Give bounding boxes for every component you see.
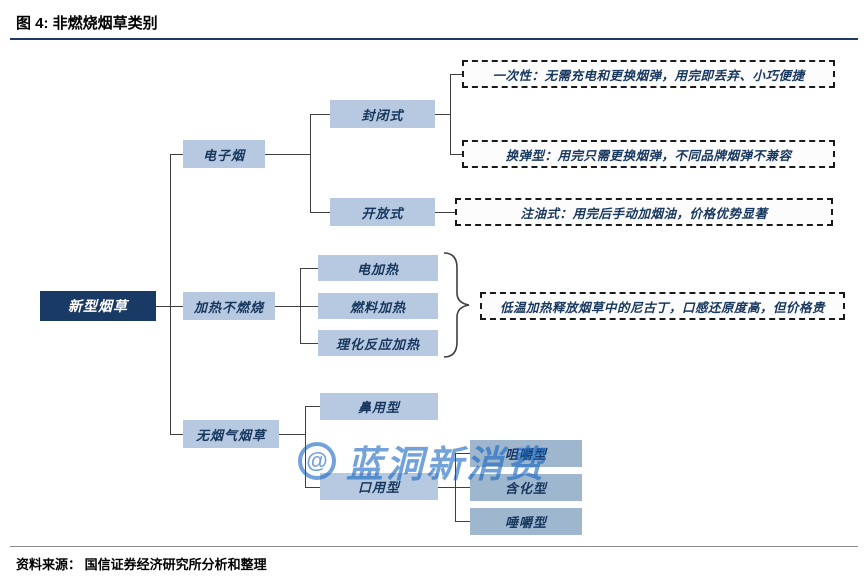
source-note: 资料来源： 国信证券经济研究所分析和整理	[16, 557, 267, 572]
node-fuel-heating: 燃料加热	[318, 293, 438, 319]
node-smokeless-tobacco: 无烟气烟草	[183, 420, 279, 448]
connector-line	[300, 343, 318, 344]
connector-line	[265, 154, 310, 155]
connector-line	[438, 487, 455, 488]
connector-line	[450, 74, 451, 154]
node-electric-heating: 电加热	[318, 255, 438, 281]
node-spit-type: 唾嚼型	[470, 508, 582, 535]
node-open-type: 开放式	[330, 198, 435, 226]
connector-line	[450, 74, 462, 75]
node-heat-not-burn: 加热不燃烧	[183, 292, 275, 320]
node-e-cigarette: 电子烟	[183, 140, 265, 168]
figure-title: 图 4: 非燃烧烟草类别	[16, 15, 158, 32]
note-heat-not-burn: 低温加热释放烟草中的尼古丁，口感还原度高，但价格贵	[480, 292, 845, 320]
connector-line	[170, 154, 171, 434]
brace-icon	[443, 252, 470, 358]
note-disposable: 一次性：无需充电和更换烟弹，用完即丢弃、小巧便捷	[462, 60, 835, 88]
connector-line	[170, 154, 183, 155]
note-cartridge: 换弹型：用完只需更换烟弹，不同品牌烟弹不兼容	[462, 140, 835, 168]
connector-line	[450, 154, 462, 155]
node-chewing-type: 咀嚼型	[470, 440, 582, 467]
connector-line	[305, 487, 320, 488]
connector-line	[156, 306, 170, 307]
node-root: 新型烟草	[40, 291, 156, 321]
title-rule	[10, 38, 858, 40]
connector-line	[435, 212, 455, 213]
connector-line	[310, 212, 330, 213]
node-closed-type: 封闭式	[330, 100, 435, 128]
node-chemical-heating: 理化反应加热	[318, 330, 438, 356]
node-nasal-type: 鼻用型	[320, 393, 438, 420]
connector-line	[279, 434, 305, 435]
connector-line	[170, 306, 183, 307]
connector-line	[310, 114, 330, 115]
connector-line	[170, 434, 183, 435]
connector-line	[305, 406, 320, 407]
connector-line	[305, 406, 306, 487]
connector-line	[300, 268, 318, 269]
footer-rule	[10, 546, 858, 547]
connector-line	[455, 453, 470, 454]
note-refill: 注油式：用完后手动加烟油，价格优势显著	[455, 198, 833, 226]
connector-line	[455, 487, 470, 488]
connector-line	[455, 521, 470, 522]
connector-line	[435, 114, 450, 115]
connector-line	[300, 306, 318, 307]
node-dissolving-type: 含化型	[470, 474, 582, 501]
connector-line	[300, 268, 301, 343]
node-oral-type: 口用型	[320, 473, 438, 500]
connector-line	[310, 114, 311, 212]
connector-line	[275, 306, 300, 307]
